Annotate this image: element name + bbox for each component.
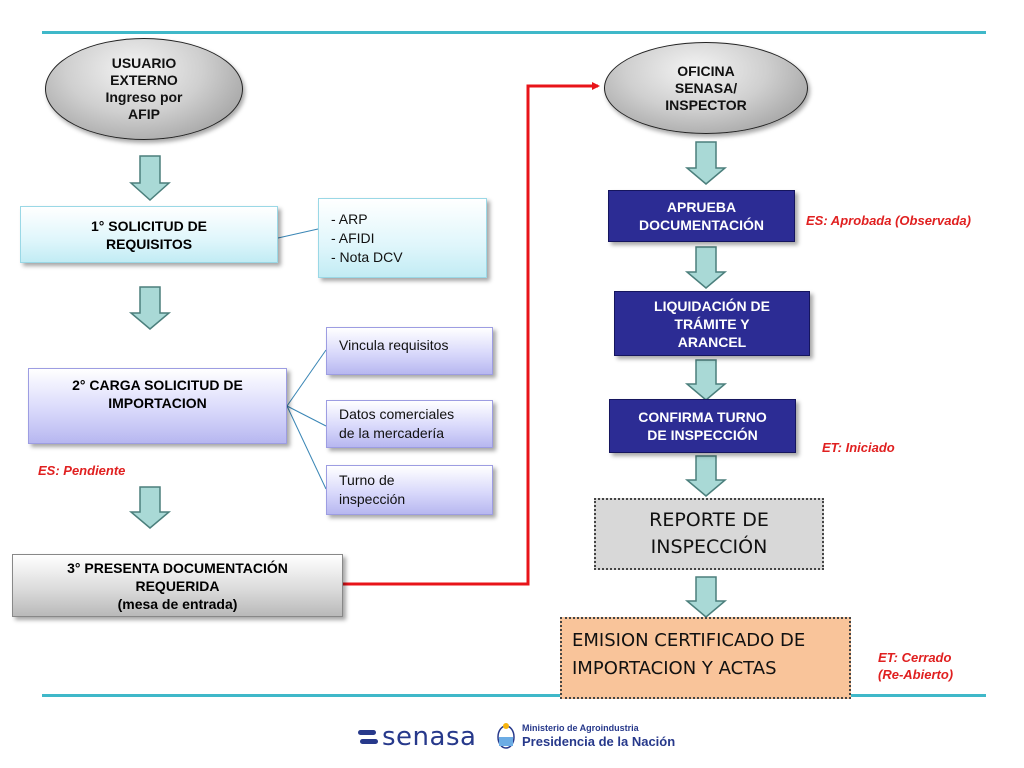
step3-presenta-documentacion: 3° PRESENTA DOCUMENTACIÓN REQUERIDA (mes… — [12, 554, 343, 617]
senasa-logo: senasa — [358, 722, 476, 752]
argentina-shield-icon — [497, 723, 515, 749]
down-arrow-4 — [684, 141, 728, 185]
bottom-divider — [42, 694, 986, 697]
user-ellipse: USUARIO EXTERNO Ingreso por AFIP — [45, 38, 243, 140]
step2-item-turno: Turno de inspección — [326, 465, 493, 515]
office-ellipse: OFICINA SENASA/ INSPECTOR — [604, 42, 808, 134]
step2-item-vincula: Vincula requisitos — [326, 327, 493, 375]
inspection-report: REPORTE DE INSPECCIÓN — [594, 498, 824, 570]
connector-presenta-to-oficina — [343, 82, 600, 586]
down-arrow-8 — [684, 576, 728, 618]
ministry-logo: Ministerio de Agroindustria Presidencia … — [496, 722, 675, 750]
step2-carga-solicitud: 2° CARGA SOLICITUD DE IMPORTACION — [28, 368, 287, 444]
down-arrow-1 — [129, 155, 171, 202]
ministry-name: Ministerio de Agroindustria — [522, 723, 639, 733]
step1-solicitud-requisitos: 1° SOLICITUD DE REQUISITOS — [20, 206, 278, 263]
status-iniciado: ET: Iniciado — [822, 440, 895, 455]
senasa-mark-icon — [358, 730, 378, 744]
connector-step2-vincula — [286, 349, 327, 407]
status-cerrado: ET: Cerrado (Re-Abierto) — [878, 650, 954, 682]
approve-documentation: APRUEBA DOCUMENTACIÓN — [608, 190, 795, 242]
step1-requirements-list: - ARP - AFIDI - Nota DCV — [318, 198, 487, 278]
senasa-wordmark: senasa — [382, 722, 477, 752]
down-arrow-7 — [684, 455, 728, 497]
liquidation-arancel: LIQUIDACIÓN DE TRÁMITE Y ARANCEL — [614, 291, 810, 356]
certificate-emission: EMISION CERTIFICADO DE IMPORTACION Y ACT… — [560, 617, 851, 699]
connector-step2-turno — [286, 405, 327, 490]
down-arrow-5 — [684, 246, 728, 289]
status-pendiente: ES: Pendiente — [38, 463, 126, 478]
confirm-inspection-slot: CONFIRMA TURNO DE INSPECCIÓN — [609, 399, 796, 453]
status-aprobada: ES: Aprobada (Observada) — [806, 213, 971, 228]
down-arrow-2 — [128, 286, 172, 330]
down-arrow-6 — [684, 359, 728, 401]
connector-step2-datos — [286, 405, 327, 427]
top-divider — [42, 31, 986, 34]
down-arrow-3 — [128, 486, 172, 529]
step2-item-datos: Datos comerciales de la mercadería — [326, 400, 493, 448]
presidency-name: Presidencia de la Nación — [522, 734, 676, 749]
connector-step1-items — [277, 228, 319, 239]
